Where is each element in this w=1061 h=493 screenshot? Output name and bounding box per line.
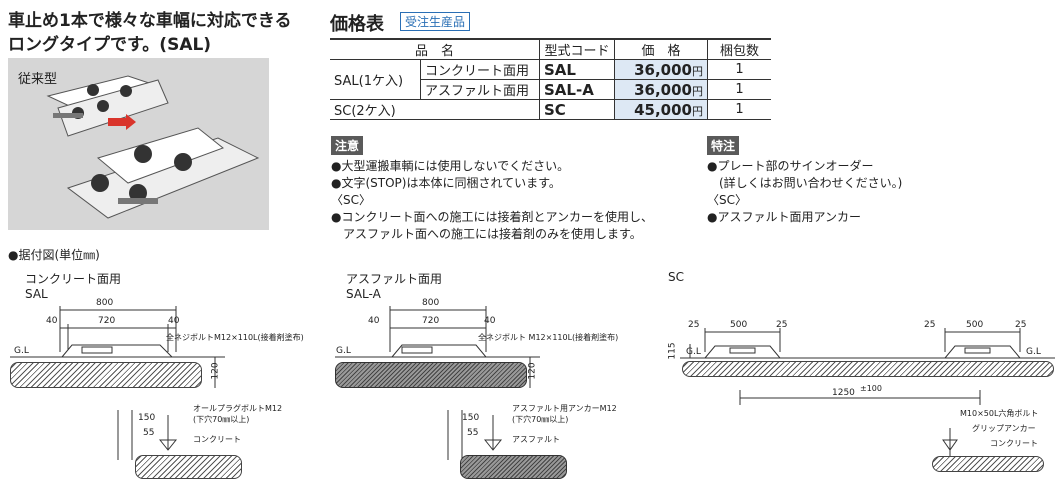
asphalt-detail-bolt: アスファルト用アンカーM12 (512, 404, 617, 413)
notes-line: アスファルト面への施工には接着剤のみを使用します。 (331, 227, 642, 241)
sc-material: コンクリート (990, 439, 1038, 448)
concrete-detail-d1: 150 (138, 413, 156, 423)
col-header-pack: 梱包数 (707, 38, 771, 60)
asphalt-dim-right: 40 (484, 316, 496, 326)
price-table: 品 名 型式コード 価 格 梱包数 SAL(1ケ入) コンクリート面用 SAL … (330, 38, 771, 120)
row-price: 45,000 (634, 100, 692, 119)
notes-line: ●コンクリート面への施工には接着剤とアンカーを使用し、 (331, 210, 653, 224)
row-variant: アスファルト面用 (420, 79, 540, 100)
notes-title: 注意 (331, 136, 364, 155)
special-line: ●アスファルト面用アンカー (707, 210, 861, 224)
table-row: SAL(1ケ入) コンクリート面用 SAL 36,000円 1 (330, 59, 771, 100)
price-table-title: 価格表 (330, 14, 384, 35)
sc-dim-25d: 25 (1015, 320, 1027, 330)
headline-line2: ロングタイプです。(SAL) (8, 35, 212, 55)
made-to-order-badge: 受注生産品 (400, 12, 471, 31)
col-header-price: 価 格 (614, 38, 708, 60)
asphalt-label: アスファルト面用 (346, 272, 443, 286)
special-list: ●プレート部のサインオーダー (詳しくはお問い合わせください。) 〈SC〉 ●ア… (707, 158, 902, 226)
row-pack: 1 (707, 79, 771, 100)
asphalt-ground (335, 362, 527, 388)
asphalt-diagram (335, 306, 540, 460)
asphalt-dim-mid: 720 (422, 316, 440, 326)
sc-dim-25c: 25 (924, 320, 936, 330)
concrete-label: コンクリート面用 (25, 272, 122, 286)
row-group: SC(2ケ入) (330, 99, 540, 120)
special-line: ●プレート部のサインオーダー (707, 159, 874, 173)
concrete-dim-mid: 720 (98, 316, 116, 326)
illustration-label: 従来型 (18, 72, 58, 87)
row-code: SAL-A (539, 79, 615, 100)
row-pack: 1 (707, 99, 771, 120)
special-line: 〈SC〉 (707, 193, 747, 207)
notes-list: ●大型運搬車輌には使用しないでください。 ●文字(STOP)は本体に同梱されてい… (331, 158, 653, 243)
asphalt-detail-hole: (下穴70㎜以上) (512, 415, 569, 424)
table-row: アスファルト面用 SAL-A 36,000円 1 (330, 79, 771, 100)
headline-line1: 車止め1本で様々な車幅に対応できる (8, 11, 292, 31)
sc-anchor: グリップアンカー (972, 424, 1036, 433)
notes-line: ●大型運搬車輌には使用しないでください。 (331, 159, 570, 173)
asphalt-height: 120 (527, 362, 538, 380)
row-price-unit: 円 (692, 104, 703, 118)
concrete-ground (10, 362, 202, 388)
row-price-unit: 円 (692, 84, 703, 98)
sc-gl-left: G.L (686, 347, 701, 357)
installation-title: ●据付図(単位㎜) (8, 248, 100, 262)
sc-ground (682, 361, 1054, 377)
asphalt-detail-d2: 55 (467, 428, 479, 438)
asphalt-dim-total: 800 (422, 298, 440, 308)
sc-detail-ground (932, 456, 1044, 472)
sc-dim-25b: 25 (776, 320, 788, 330)
sc-label: SC (668, 270, 684, 284)
concrete-detail-bolt: オールプラグボルトM12 (193, 404, 283, 413)
notes-line: ●文字(STOP)は本体に同梱されています。 (331, 176, 561, 190)
asphalt-gl: G.L (336, 346, 351, 356)
concrete-dim-left: 40 (46, 316, 58, 326)
asphalt-detail-d1: 150 (462, 413, 480, 423)
row-pack: 1 (707, 59, 771, 80)
row-variant: コンクリート面用 (420, 59, 540, 80)
sc-spacing: 1250 (832, 388, 855, 398)
special-title: 特注 (707, 136, 740, 155)
row-price: 36,000 (634, 60, 692, 79)
row-price: 36,000 (634, 80, 692, 99)
special-line: (詳しくはお問い合わせください。) (707, 176, 903, 190)
concrete-detail-ground (135, 455, 242, 479)
concrete-height: 120 (210, 362, 221, 380)
row-code: SAL (539, 59, 615, 80)
concrete-detail-material: コンクリート (193, 435, 241, 444)
asphalt-bolt: 全ネジボルト M12×110L(接着剤塗布) (478, 333, 619, 342)
sc-dim-500a: 500 (730, 320, 748, 330)
car-comparison-graphic (46, 75, 260, 219)
sc-gl-right: G.L (1026, 347, 1041, 357)
asphalt-detail-material: アスファルト (512, 435, 560, 444)
row-code: SC (539, 99, 615, 120)
concrete-gl: G.L (14, 346, 29, 356)
concrete-detail-hole: (下穴70㎜以上) (193, 415, 250, 424)
sc-height: 115 (667, 342, 678, 360)
concrete-dim-total: 800 (96, 298, 114, 308)
sc-bolt: M10×50L六角ボルト (960, 409, 1039, 418)
concrete-bolt: 全ネジボルトM12×110L(接着剤塗布) (166, 333, 304, 342)
sc-dim-25a: 25 (688, 320, 700, 330)
asphalt-code: SAL-A (346, 287, 381, 301)
notes-line: 〈SC〉 (331, 193, 371, 207)
concrete-diagram (10, 306, 225, 460)
sc-tolerance: ±100 (860, 384, 882, 393)
table-row: SC(2ケ入) SC 45,000円 1 (330, 99, 771, 120)
row-group: SAL(1ケ入) (330, 59, 421, 100)
col-header-name: 品 名 (330, 38, 540, 60)
asphalt-dim-left: 40 (368, 316, 380, 326)
concrete-detail-d2: 55 (143, 428, 155, 438)
asphalt-detail-ground (460, 455, 567, 479)
row-price-unit: 円 (692, 64, 703, 78)
sc-dim-500b: 500 (966, 320, 984, 330)
col-header-code: 型式コード (539, 38, 615, 60)
sc-diagram (680, 328, 1055, 460)
concrete-dim-right: 40 (168, 316, 180, 326)
concrete-code: SAL (25, 287, 48, 301)
product-illustration: 従来型 (8, 58, 269, 230)
